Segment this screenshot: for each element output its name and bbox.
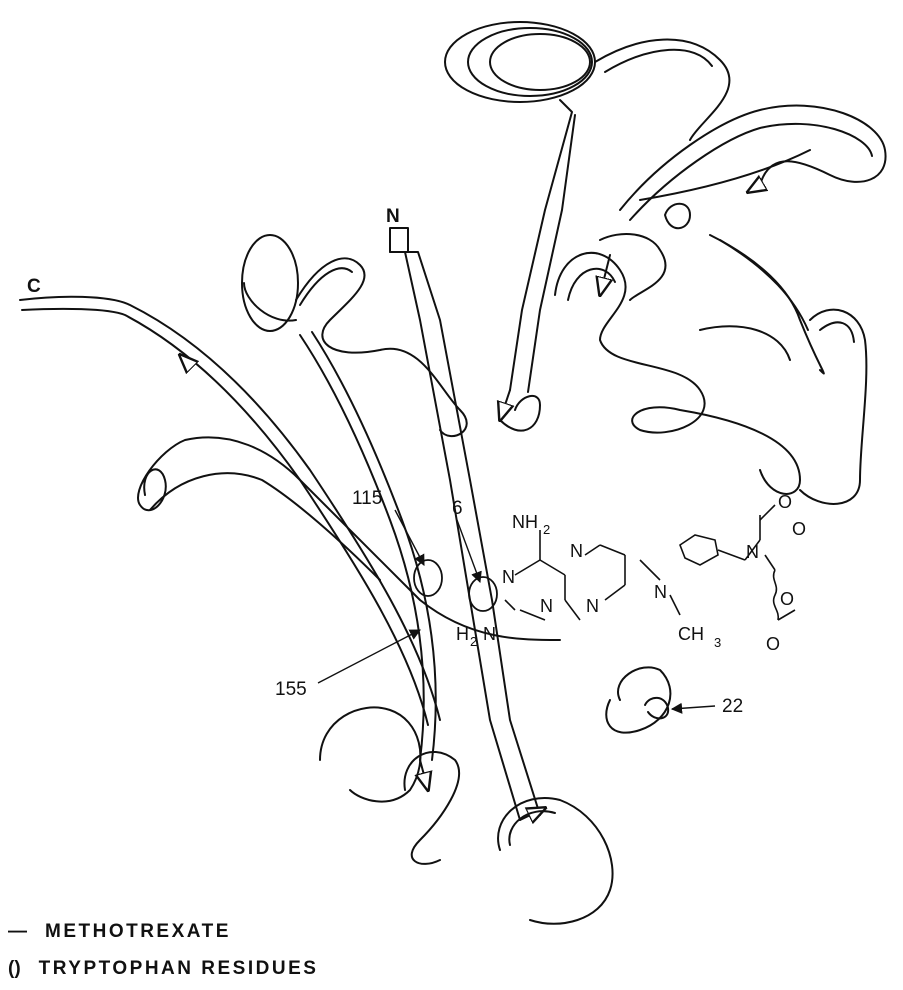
atom-ring-n1: N — [502, 567, 515, 587]
atom-ring-n3: N — [570, 541, 583, 561]
lower-loops — [320, 667, 670, 923]
tryptophan-115-circle — [414, 560, 442, 596]
atom-ch3: CH — [678, 624, 704, 644]
tryptophan-6-circle — [469, 577, 497, 611]
atom-ch3-subscript: 3 — [714, 635, 721, 650]
atom-amine-n: N — [654, 582, 667, 602]
atom-h2n-subscript: 2 — [470, 634, 477, 649]
legend-methotrexate: — METHOTREXATE — [8, 921, 231, 943]
residue-label-22: 22 — [722, 696, 743, 717]
left-loop — [138, 437, 560, 640]
atom-ring-n4: N — [586, 596, 599, 616]
legend-tryptophan: () TRYPTOPHAN RESIDUES — [8, 958, 318, 980]
atom-nh2: NH — [512, 512, 538, 532]
atom-o2: O — [792, 519, 806, 539]
residue-label-115: 115 — [352, 488, 382, 509]
central-strand — [500, 100, 575, 431]
n-terminus-label: N — [386, 206, 400, 227]
atom-nh2-subscript: 2 — [543, 522, 550, 537]
legend-line-symbol: — — [8, 921, 27, 943]
atom-o3: O — [780, 589, 794, 609]
top-helix — [445, 22, 729, 140]
c-terminus-label: C — [27, 276, 41, 297]
atom-ring-n2: N — [540, 596, 553, 616]
right-helix — [555, 234, 866, 504]
atom-h2n-h: H — [456, 624, 469, 644]
residue-label-6: 6 — [452, 498, 463, 519]
legend-tryptophan-text: TRYPTOPHAN RESIDUES — [39, 958, 319, 979]
atom-h2n-n: N — [483, 624, 496, 644]
residue-label-155: 155 — [275, 679, 307, 700]
atom-glu-n: N — [746, 542, 759, 562]
right-upper-loops — [620, 106, 886, 374]
legend-circle-symbol: () — [8, 958, 21, 980]
c-terminal-strands — [20, 297, 440, 790]
atom-o4: O — [766, 634, 780, 654]
legend-methotrexate-text: METHOTREXATE — [45, 921, 231, 942]
atom-o1: O — [778, 492, 792, 512]
